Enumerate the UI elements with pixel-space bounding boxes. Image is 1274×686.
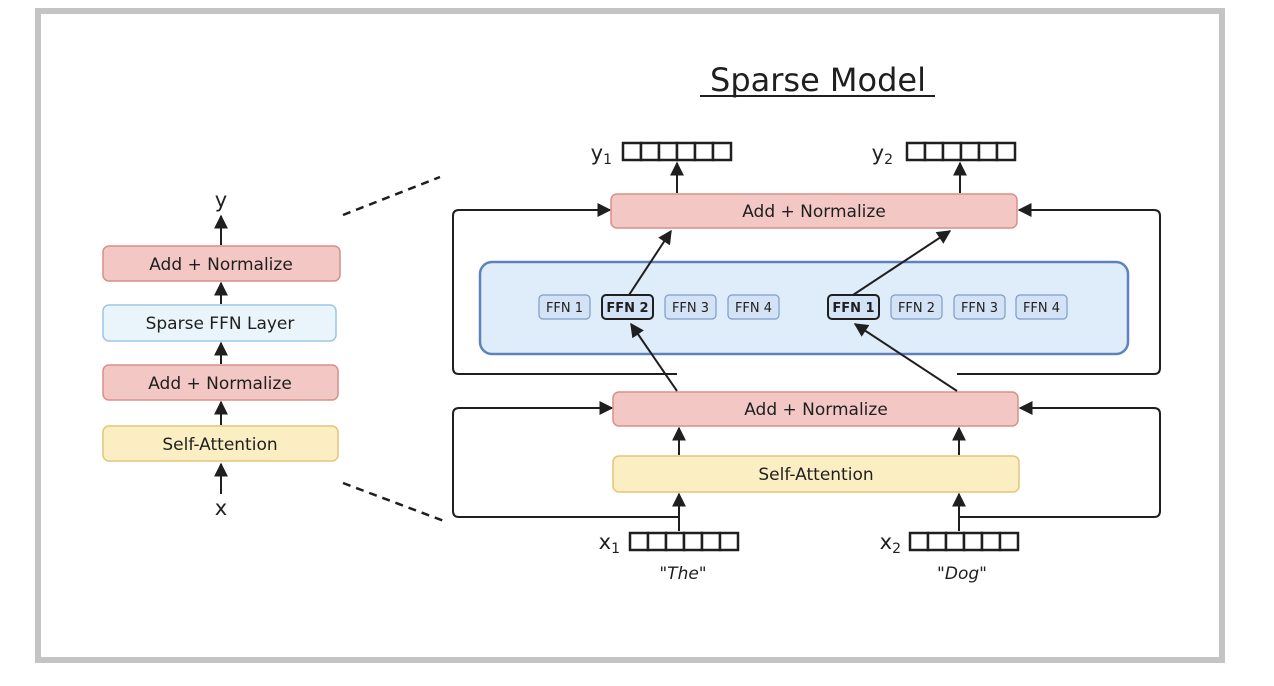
vector-x2-cell bbox=[926, 531, 948, 552]
vector-y1-cell bbox=[693, 141, 715, 162]
expert-token1-4 bbox=[727, 294, 780, 320]
vector-x1-cell bbox=[646, 531, 668, 552]
vector-x1-cell bbox=[628, 531, 650, 552]
residual-loop-lower bbox=[452, 401, 679, 518]
vector-y1-cell bbox=[657, 141, 679, 162]
stack-add-normalize-bottom-label: Add + Normalize bbox=[148, 374, 292, 394]
vector-x1 bbox=[628, 531, 740, 552]
residual-loop-upper bbox=[452, 203, 677, 375]
stack-self-attention-label: Self-Attention bbox=[162, 435, 277, 455]
vector-y1 bbox=[621, 141, 733, 162]
expert-token2-3 bbox=[953, 294, 1006, 320]
stack-output-label: y bbox=[215, 188, 227, 212]
vector-y2-cell bbox=[941, 141, 963, 162]
expert-token2-3-label: FFN 3 bbox=[961, 301, 998, 316]
token-word-the: "The" bbox=[659, 564, 706, 584]
residual-loop-lower-right bbox=[959, 401, 1161, 518]
expert-token2-2-label: FFN 2 bbox=[898, 301, 935, 316]
stack-self-attention bbox=[102, 425, 339, 462]
vector-x1-cell bbox=[718, 531, 740, 552]
vector-y2 bbox=[905, 141, 1017, 162]
expert-out-arrow-2 bbox=[852, 230, 952, 296]
stack-sparse-ffn-label: Sparse FFN Layer bbox=[146, 314, 295, 334]
upper-add-normalize-label: Add + Normalize bbox=[742, 202, 886, 222]
vector-x1-cell bbox=[664, 531, 686, 552]
vector-y1-cell bbox=[675, 141, 697, 162]
vector-y2-cell bbox=[923, 141, 945, 162]
lower-add-normalize-label: Add + Normalize bbox=[744, 400, 888, 420]
token-vectors bbox=[621, 141, 1020, 552]
lower-add-normalize bbox=[612, 391, 1019, 427]
vector-x1-cell bbox=[700, 531, 722, 552]
residual-loop-upper-right bbox=[957, 203, 1161, 375]
upper-add-normalize bbox=[610, 193, 1018, 229]
expert-out-arrow-1 bbox=[628, 229, 672, 296]
stack-add-normalize-top-label: Add + Normalize bbox=[149, 255, 293, 275]
expert-token2-1 bbox=[827, 294, 880, 320]
route-arrow-token1 bbox=[630, 322, 678, 392]
expert-token1-1 bbox=[538, 294, 591, 320]
vector-y2-cell bbox=[959, 141, 981, 162]
vector-x2 bbox=[908, 531, 1020, 552]
vector-x2-cell bbox=[980, 531, 1002, 552]
output-label-y2: y2 bbox=[872, 141, 893, 168]
vector-x1-cell bbox=[682, 531, 704, 552]
stack-add-normalize-top bbox=[102, 245, 341, 282]
vector-y1-cell bbox=[639, 141, 661, 162]
expert-token1-3 bbox=[664, 294, 717, 320]
stack-input-label: x bbox=[215, 496, 227, 520]
expanded-sparse-layer: Add + Normalize Add + Normalize Self-Att… bbox=[452, 141, 1161, 584]
stack-add-normalize-bottom bbox=[102, 364, 339, 401]
expert-token2-2 bbox=[890, 294, 943, 320]
vector-x2-cell bbox=[998, 531, 1020, 552]
expert-token1-3-label: FFN 3 bbox=[672, 301, 709, 316]
diagram-title: Sparse Model bbox=[710, 61, 926, 99]
expert-token2-4 bbox=[1015, 294, 1068, 320]
experts-group-token2: FFN 1 FFN 2 FFN 3 FFN 4 bbox=[827, 294, 1068, 320]
expert-token1-4-label: FFN 4 bbox=[735, 301, 772, 316]
vector-y2-cell bbox=[977, 141, 999, 162]
route-arrow-token2 bbox=[853, 323, 958, 392]
expert-token1-2-label: FFN 2 bbox=[606, 301, 648, 316]
dense-layer-stack: y Add + Normalize Sparse FFN Layer Add +… bbox=[102, 188, 341, 520]
vector-y2-cell bbox=[905, 141, 927, 162]
zoom-line-bottom bbox=[342, 481, 445, 523]
expanded-self-attention bbox=[612, 455, 1020, 493]
expert-token2-4-label: FFN 4 bbox=[1023, 301, 1060, 316]
vector-y1-cell bbox=[621, 141, 643, 162]
stack-sparse-ffn bbox=[102, 304, 337, 342]
expert-token2-1-label: FFN 1 bbox=[832, 301, 874, 316]
vector-y2-cell bbox=[995, 141, 1017, 162]
expanded-self-attention-label: Self-Attention bbox=[758, 465, 873, 485]
input-label-x1: x1 bbox=[599, 530, 620, 557]
input-label-x2: x2 bbox=[880, 530, 901, 557]
expert-token1-2 bbox=[601, 294, 654, 320]
experts-group-token1: FFN 1 FFN 2 FFN 3 FFN 4 bbox=[538, 294, 780, 320]
expert-token1-1-label: FFN 1 bbox=[546, 301, 583, 316]
vector-y1-cell bbox=[711, 141, 733, 162]
zoom-line-top bbox=[342, 175, 441, 217]
token-word-dog: "Dog" bbox=[937, 564, 987, 584]
output-label-y1: y1 bbox=[591, 141, 612, 168]
vector-x2-cell bbox=[944, 531, 966, 552]
vector-x2-cell bbox=[908, 531, 930, 552]
vector-x2-cell bbox=[962, 531, 984, 552]
